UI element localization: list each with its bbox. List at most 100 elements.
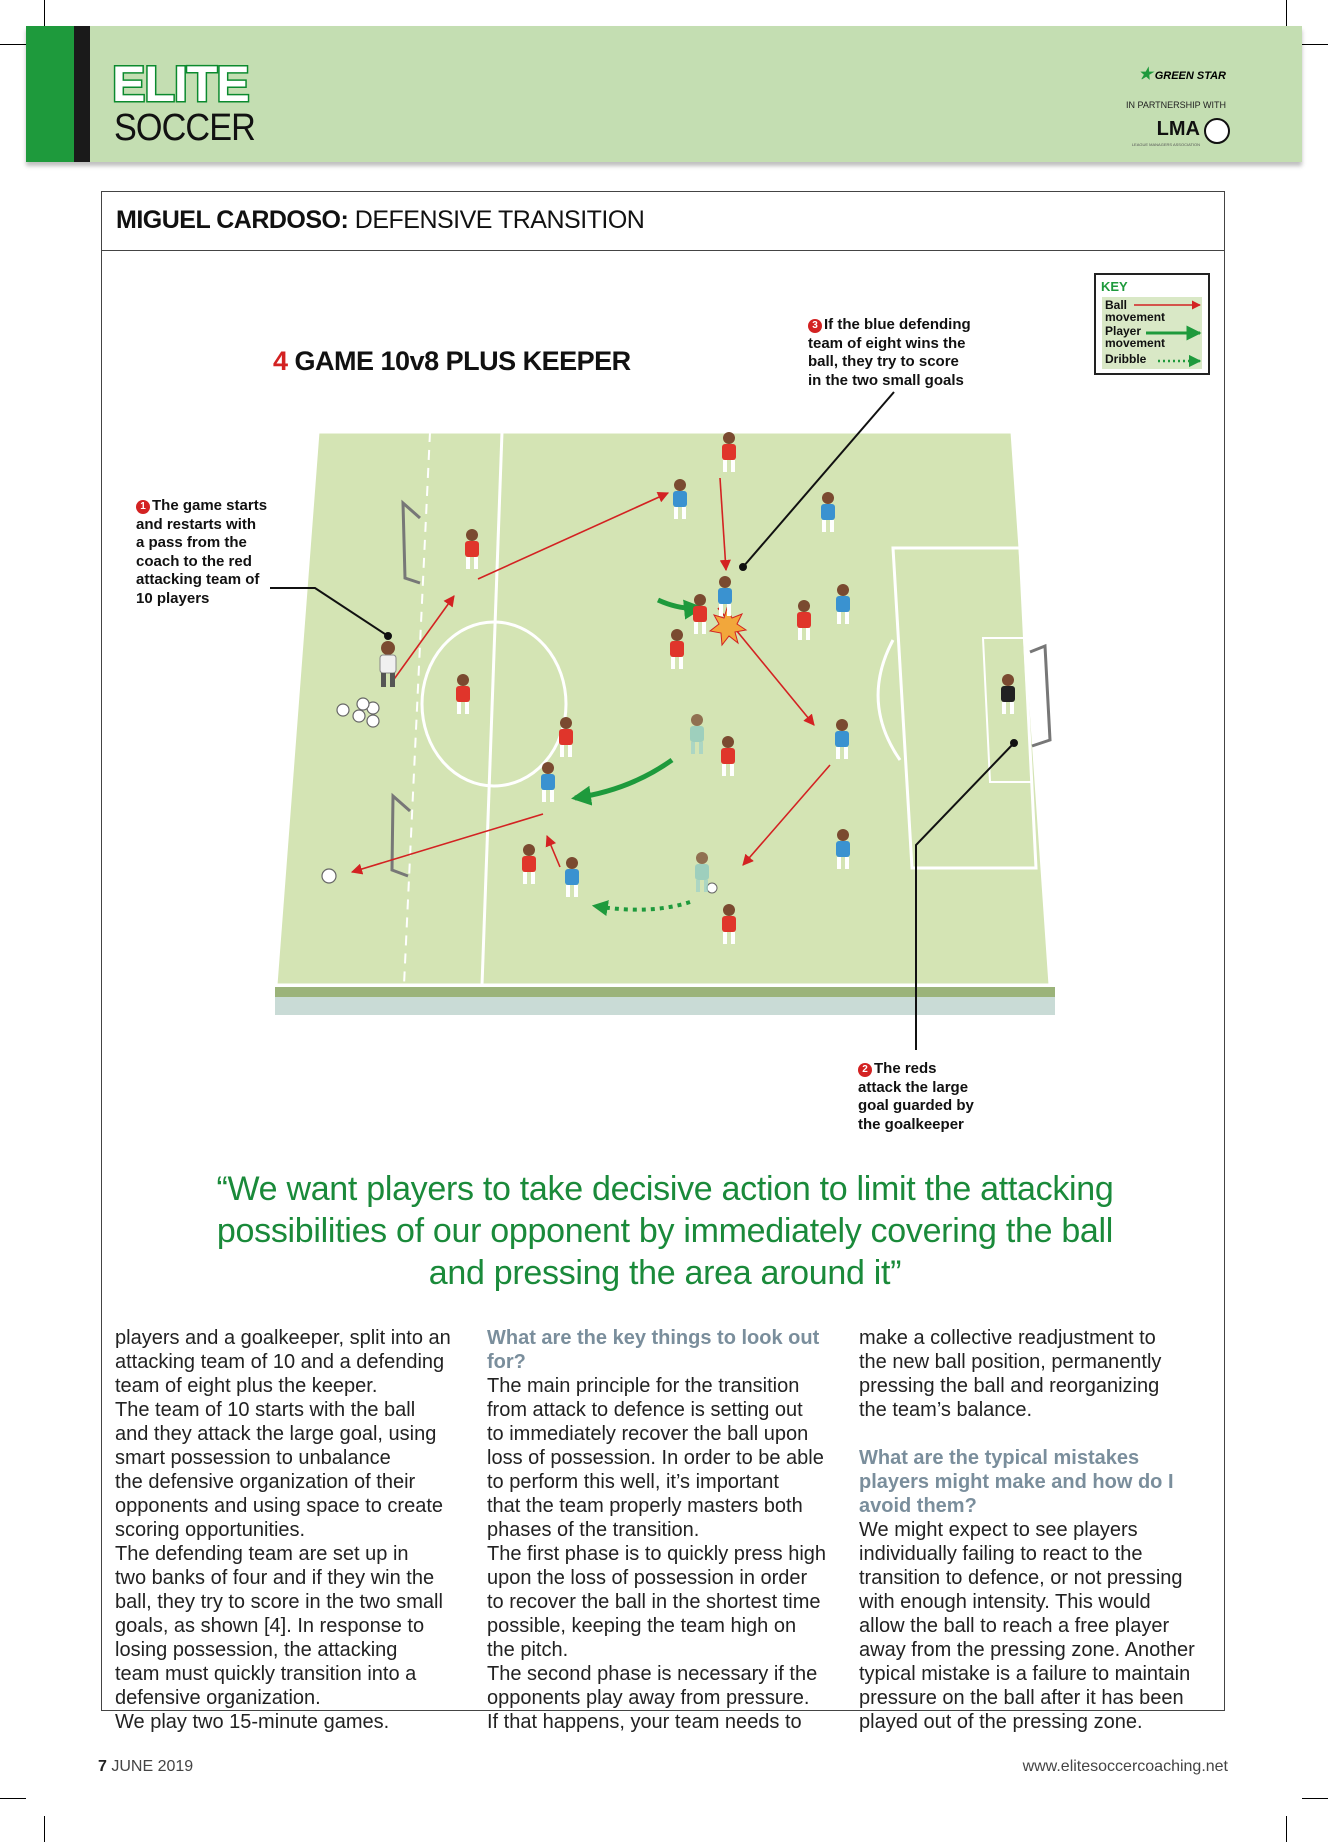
text-line: opponents play away from pressure. bbox=[487, 1687, 810, 1709]
issue-date: JUNE 2019 bbox=[106, 1758, 194, 1775]
ball-pile bbox=[336, 697, 380, 728]
blue-player bbox=[836, 829, 850, 869]
pitch-outline bbox=[274, 430, 1052, 987]
quote-line: “We want players to take decisive action… bbox=[216, 1170, 1114, 1208]
text-line: to recover the ball in the shortest time bbox=[487, 1591, 821, 1613]
crop-mark bbox=[44, 0, 45, 26]
text-line: and they attack the large goal, using bbox=[115, 1423, 437, 1445]
text-line: pressure on the ball after it has been bbox=[859, 1687, 1184, 1709]
pitch-edge bbox=[275, 987, 1055, 997]
text-line: defensive organization. bbox=[115, 1687, 321, 1709]
blue-player bbox=[718, 576, 732, 616]
coach-name: MIGUEL CARDOSO: bbox=[116, 206, 349, 234]
key-title: KEY bbox=[1101, 279, 1128, 294]
drill-title: 4 GAME 10v8 PLUS KEEPER bbox=[273, 346, 631, 377]
red-player bbox=[670, 629, 684, 669]
text-line: upon the loss of possession in order bbox=[487, 1567, 808, 1589]
halfway-line bbox=[480, 431, 504, 986]
callout-text: a pass from the bbox=[136, 534, 247, 551]
callout-badge: 1 bbox=[136, 500, 150, 514]
key-arrows bbox=[1134, 300, 1202, 368]
text-line: loss of possession. In order to be able bbox=[487, 1447, 824, 1469]
text-line: the new ball position, permanently bbox=[859, 1351, 1162, 1373]
ball bbox=[706, 882, 718, 894]
text-line: attacking team of 10 and a defending bbox=[115, 1351, 445, 1373]
center-circle bbox=[420, 620, 568, 788]
pitch bbox=[276, 432, 1050, 985]
text-line: possible, keeping the team high on bbox=[487, 1615, 797, 1637]
callout-text: attack the large bbox=[858, 1078, 969, 1096]
large-goal bbox=[1029, 643, 1052, 748]
paragraph: The first phase is to quickly press high… bbox=[487, 1542, 847, 1662]
crop-mark bbox=[0, 44, 26, 45]
key-dribble: Dribble bbox=[1105, 353, 1146, 365]
player-movement-arrow bbox=[571, 757, 674, 806]
text-line: team must quickly transition into a bbox=[115, 1663, 417, 1685]
goalkeeper bbox=[1001, 674, 1015, 714]
crop-mark bbox=[1302, 1798, 1328, 1799]
site-url[interactable]: www.elitesoccercoaching.net bbox=[1022, 1758, 1228, 1775]
article-title: MIGUEL CARDOSO: DEFENSIVE TRANSITION bbox=[116, 206, 645, 235]
small-goal-bottom bbox=[390, 792, 411, 878]
text-line: players and a goalkeeper, split into an bbox=[115, 1327, 451, 1349]
paragraph: We play two 15-minute games. bbox=[115, 1710, 475, 1734]
logo-elite: ELITE bbox=[111, 56, 252, 112]
key-label: movement bbox=[1105, 336, 1166, 350]
red-player bbox=[722, 904, 736, 944]
red-player bbox=[721, 736, 735, 776]
callout-text: ball, they try to score bbox=[808, 353, 959, 370]
text-line: individually failing to react to the bbox=[859, 1543, 1143, 1565]
text-line: the defensive organization of their bbox=[115, 1471, 416, 1493]
blue-player bbox=[541, 762, 555, 802]
red-player bbox=[465, 529, 479, 569]
callout-badge: 3 bbox=[808, 319, 822, 333]
text-line: smart possession to unbalance bbox=[115, 1447, 391, 1469]
text-line: for? bbox=[487, 1351, 526, 1373]
text-line: What are the typical mistakes bbox=[859, 1447, 1140, 1469]
sponsor-name: GREEN STAR bbox=[1154, 70, 1226, 82]
football-icon bbox=[1204, 118, 1230, 144]
callout-text: If the blue defending bbox=[824, 316, 971, 333]
small-goal-top bbox=[401, 499, 421, 585]
partner-logo: LMA bbox=[1156, 118, 1200, 140]
text-line: losing possession, the attacking bbox=[115, 1639, 398, 1661]
blue-player bbox=[565, 857, 579, 897]
text-line: scoring opportunities. bbox=[115, 1519, 306, 1541]
red-player bbox=[722, 432, 736, 472]
text-line: The team of 10 starts with the ball bbox=[115, 1399, 416, 1421]
text-line: from attack to defence is setting out bbox=[487, 1399, 803, 1421]
text-line: The main principle for the transition bbox=[487, 1375, 800, 1397]
text-line: ball, they try to score in the two small bbox=[115, 1591, 443, 1613]
blue-team bbox=[541, 479, 850, 897]
text-line: pressing the ball and reorganizing bbox=[859, 1375, 1160, 1397]
text-line: We play two 15-minute games. bbox=[115, 1711, 390, 1733]
text-line: that the team properly masters both bbox=[487, 1495, 803, 1517]
ball bbox=[321, 868, 337, 884]
crop-mark bbox=[0, 1798, 26, 1799]
callout-text: in the two small goals bbox=[808, 371, 964, 389]
paragraph-gap bbox=[859, 1422, 1219, 1446]
penalty-area bbox=[891, 546, 1038, 870]
masthead-accent bbox=[26, 26, 74, 162]
crop-mark bbox=[44, 1816, 45, 1842]
text-line: played out of the pressing zone. bbox=[859, 1711, 1143, 1733]
text-line: transition to defence, or not pressing bbox=[859, 1567, 1183, 1589]
dashed-line bbox=[403, 431, 431, 986]
text-line: make a collective readjustment to bbox=[859, 1327, 1156, 1349]
text-line: We might expect to see players bbox=[859, 1519, 1138, 1541]
red-player bbox=[522, 844, 536, 884]
crop-mark bbox=[1286, 1816, 1287, 1842]
drill-name: GAME 10v8 PLUS KEEPER bbox=[287, 346, 632, 376]
